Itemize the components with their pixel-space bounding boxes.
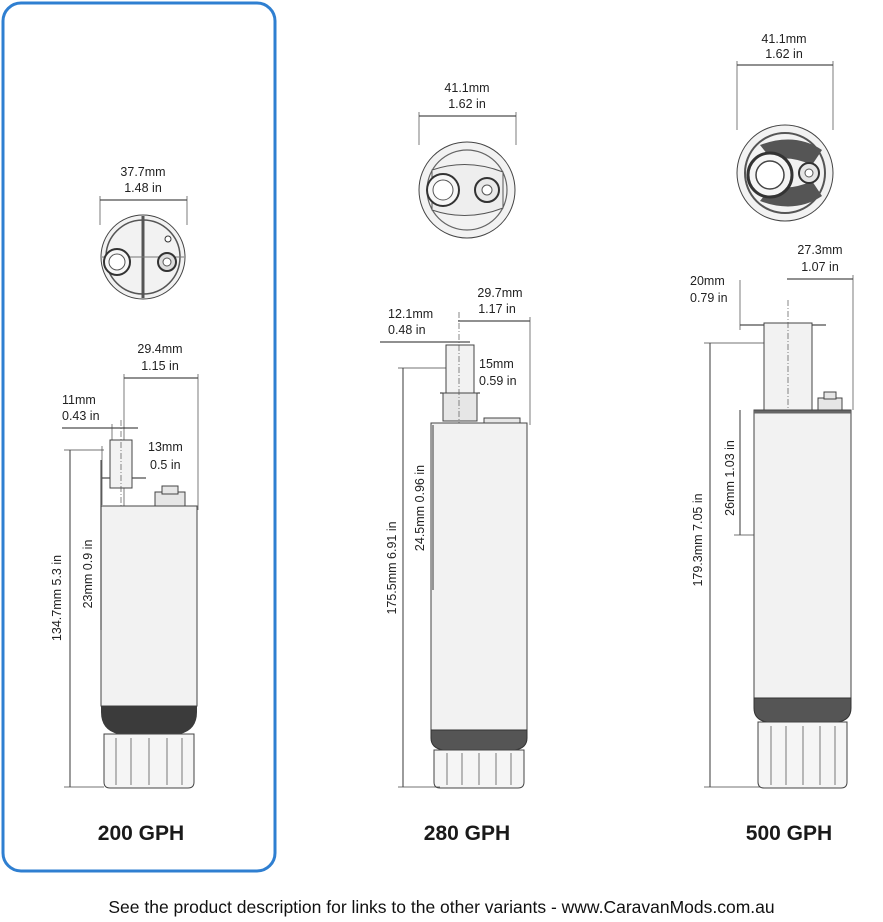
model-label: 280 GPH xyxy=(424,822,510,845)
top-view xyxy=(418,141,516,239)
side-view xyxy=(100,420,198,789)
outlet-in: 0.79 in xyxy=(690,291,728,305)
width-in: 1.17 in xyxy=(478,302,516,316)
neck-mm: 15mm xyxy=(479,357,514,371)
pump-200gph: 37.7mm 1.48 in 29.4mm 1.15 in 11mm 0.43 … xyxy=(50,165,199,845)
side-view xyxy=(753,300,852,789)
top-view xyxy=(100,214,186,300)
top-diameter-mm: 41.1mm xyxy=(444,81,489,95)
height-label: 134.7mm 5.3 in xyxy=(50,555,64,641)
pump-500gph: 41.1mm 1.62 in 27.3mm 1.07 in 20mm 0.79 … xyxy=(690,32,854,845)
model-label: 200 GPH xyxy=(98,822,184,845)
height-label: 179.3mm 7.05 in xyxy=(691,493,705,586)
top-view xyxy=(736,124,834,222)
top-diameter-mm: 37.7mm xyxy=(120,165,165,179)
offset-label: 23mm 0.9 in xyxy=(81,540,95,609)
outlet-mm: 11mm xyxy=(62,393,96,407)
outlet-mm: 20mm xyxy=(690,274,725,288)
width-mm: 29.4mm xyxy=(137,342,182,356)
top-diameter-in: 1.62 in xyxy=(765,47,803,61)
top-diameter-in: 1.48 in xyxy=(124,181,162,195)
footer-note: See the product description for links to… xyxy=(108,897,775,917)
width-mm: 29.7mm xyxy=(477,286,522,300)
offset-label: 26mm 1.03 in xyxy=(723,440,737,516)
top-diameter-mm: 41.1mm xyxy=(761,32,806,46)
selected-variant-highlight xyxy=(1,1,277,873)
outlet-mm: 12.1mm xyxy=(388,307,433,321)
height-label: 175.5mm 6.91 in xyxy=(385,521,399,614)
neck-mm: 13mm xyxy=(148,440,183,454)
outlet-in: 0.43 in xyxy=(62,409,100,423)
width-in: 1.07 in xyxy=(801,260,839,274)
top-diameter-in: 1.62 in xyxy=(448,97,486,111)
neck-in: 0.59 in xyxy=(479,374,517,388)
model-label: 500 GPH xyxy=(746,822,832,845)
width-in: 1.15 in xyxy=(141,359,179,373)
neck-in: 0.5 in xyxy=(150,458,181,472)
width-mm: 27.3mm xyxy=(797,243,842,257)
pump-280gph: 41.1mm 1.62 in 29.7mm 1.17 in 12.1mm 0.4… xyxy=(380,81,531,845)
side-view xyxy=(430,312,528,789)
offset-label: 24.5mm 0.96 in xyxy=(413,465,427,551)
outlet-in: 0.48 in xyxy=(388,323,426,337)
